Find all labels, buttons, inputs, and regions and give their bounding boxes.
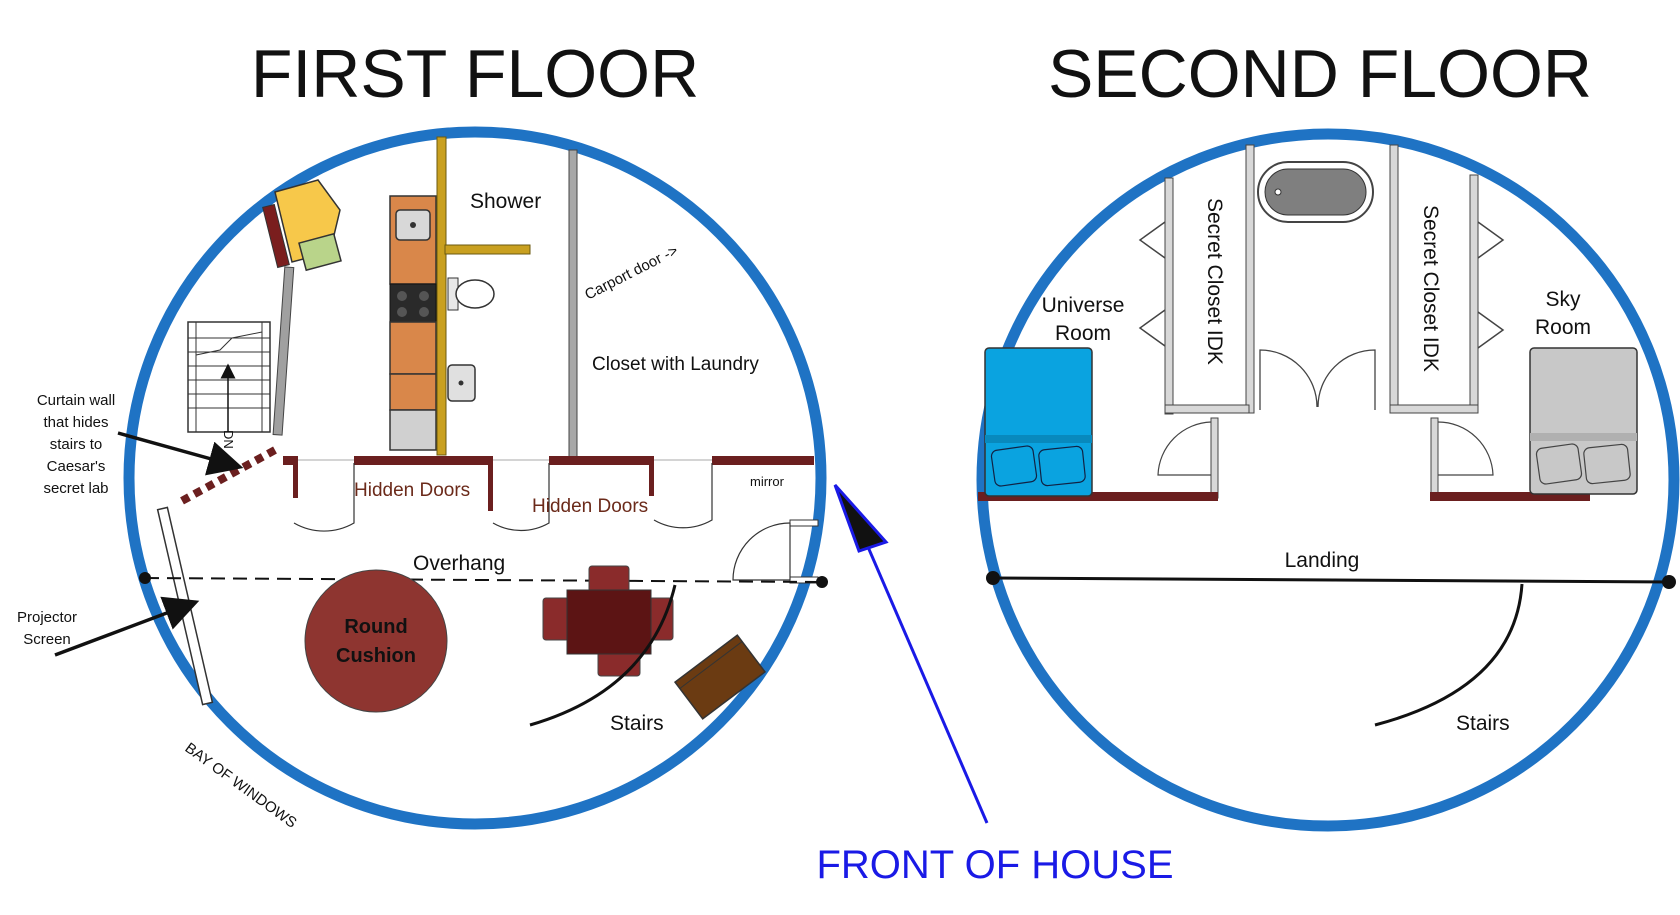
sky-room-floor-wall [1430, 492, 1590, 501]
front-door [732, 519, 819, 584]
shower-wall-vertical [436, 136, 447, 456]
bay-of-windows-label: BAY OF WINDOWS [182, 739, 300, 831]
stove-icon [389, 283, 437, 323]
hidden-door-wall [283, 456, 814, 511]
round-cushion-label-2: Cushion [336, 645, 416, 667]
overhang-end-right [816, 576, 828, 588]
grey-wall-segment [272, 266, 295, 436]
brown-cabinet [673, 634, 767, 720]
universe-room-bed [984, 347, 1093, 497]
left-small-door [1157, 417, 1219, 499]
hidden-staircase: DN [187, 321, 271, 449]
universe-room-label-1: Universe [1042, 294, 1125, 317]
curtain-note-line-2: that hides [43, 414, 108, 431]
overhang-line [144, 577, 823, 583]
first-floor-stairs-label: Stairs [610, 712, 664, 735]
universe-room-floor-wall [978, 492, 1218, 501]
landing-label: Landing [1285, 549, 1360, 572]
curtain-wall-note: Curtain wall that hides stairs to Caesar… [37, 392, 244, 497]
secret-closet-right-label: Secret Closet IDK [1419, 205, 1442, 372]
bathtub-icon [1257, 161, 1374, 223]
universe-room-label-2: Room [1055, 322, 1111, 345]
overhang-end-left [139, 572, 151, 584]
kitchen-counter [389, 195, 437, 451]
sky-room-label-2: Room [1535, 316, 1591, 339]
curtain-note-line-1: Curtain wall [37, 392, 115, 409]
first-floor-outline [123, 126, 827, 830]
second-floor-outline [976, 128, 1680, 832]
projector-note-arrow [54, 596, 200, 657]
wall-panel-left [262, 203, 290, 269]
closet-laundry-label: Closet with Laundry [592, 354, 759, 375]
landing-end-right [1662, 575, 1676, 589]
projector-note-line-1: Projector [17, 609, 77, 626]
hidden-doors-label-1: Hidden Doors [354, 480, 470, 501]
hidden-door-swing-3 [653, 463, 713, 529]
toilet-icon [447, 277, 495, 311]
right-small-door [1430, 417, 1494, 499]
sky-room-label-1: Sky [1545, 288, 1581, 311]
curtain-note-arrow [117, 431, 244, 476]
double-door-left [1259, 349, 1318, 410]
curtain-note-line-5: secret lab [43, 480, 108, 497]
hidden-doors-label-2: Hidden Doors [532, 496, 648, 517]
landing-line [992, 576, 1670, 584]
stair-dn-label: DN [221, 430, 236, 449]
bathroom-sink-icon [447, 364, 476, 402]
curtain-note-line-4: Caesar's [47, 458, 106, 475]
first-floor-stairs-curve [529, 584, 677, 727]
front-arrow-head [833, 483, 889, 553]
shower-wall-horizontal [444, 244, 531, 255]
landing-end-left [986, 571, 1000, 585]
projector-screen-note: Projector Screen [17, 596, 200, 657]
carport-door-label: Carport door -> [582, 242, 681, 304]
secret-closet-left: Secret Closet IDK [1138, 144, 1255, 415]
dining-table [542, 565, 674, 677]
overhang-label: Overhang [413, 552, 505, 575]
front-arrow-shaft [863, 539, 989, 824]
secret-closet-left-label: Secret Closet IDK [1203, 198, 1226, 365]
front-of-house-label: FRONT OF HOUSE [816, 843, 1173, 887]
front-of-house-indicator: FRONT OF HOUSE [816, 483, 1174, 887]
curtain-note-line-3: stairs to [50, 436, 103, 453]
projector-note-line-2: Screen [23, 631, 71, 648]
mirror-label: mirror [750, 474, 785, 489]
green-cushion [298, 232, 342, 272]
sky-room-bed [1529, 347, 1638, 495]
second-floor-title: SECOND FLOOR [1048, 36, 1592, 112]
round-cushion-label-1: Round [344, 616, 407, 638]
first-floor-title: FIRST FLOOR [251, 36, 699, 112]
secret-closet-right: Secret Closet IDK [1389, 144, 1505, 414]
hidden-door-swing-1 [293, 463, 355, 532]
curtain-wall [178, 446, 277, 506]
closet-wall [568, 149, 578, 459]
fridge-icon [389, 409, 437, 451]
second-floor-stairs-curve [1374, 583, 1524, 727]
second-floor-plan: Secret Closet IDK Secret Closet IDK [976, 128, 1680, 832]
double-door-right [1317, 349, 1376, 410]
round-cushion [304, 569, 448, 713]
second-floor-stairs-label: Stairs [1456, 712, 1510, 735]
first-floor-plan: DN Shower [123, 126, 828, 830]
hidden-door-swing-2 [492, 463, 550, 532]
shower-label: Shower [470, 190, 541, 213]
